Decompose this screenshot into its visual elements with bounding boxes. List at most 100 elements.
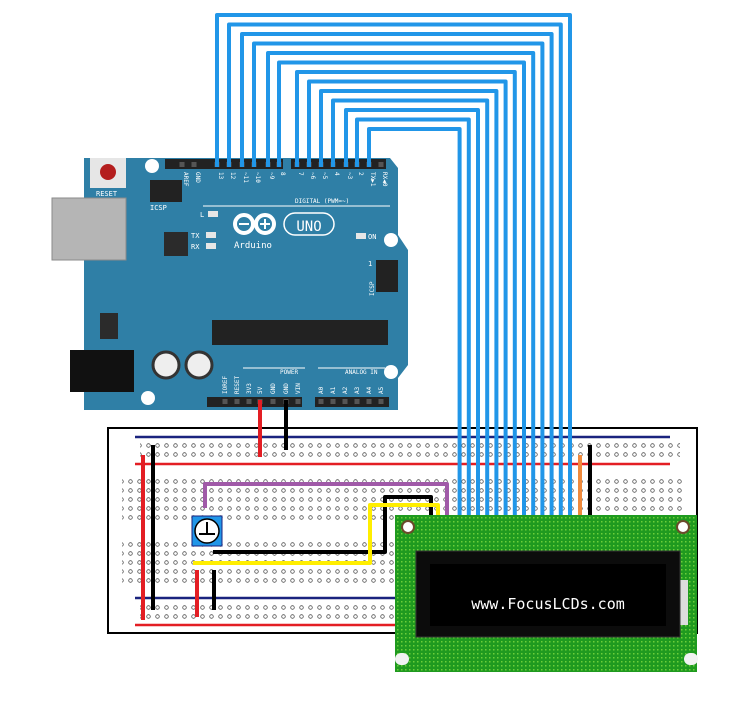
data-wire[interactable] (227, 22, 563, 523)
lcd-16x2-module: www.FocusLCDs.com (395, 515, 698, 672)
data-wire[interactable] (319, 89, 499, 522)
header-pin[interactable] (366, 399, 372, 404)
led-rx (206, 243, 216, 249)
analog-header (315, 397, 389, 407)
pin-label: GND (194, 172, 201, 183)
power-header (207, 397, 302, 407)
arduino-logo-icon (233, 212, 335, 236)
capacitor (151, 350, 181, 380)
lcd-mounting-hole (401, 520, 415, 534)
pin-label: ~5 (321, 172, 328, 180)
mounting-hole (384, 365, 398, 379)
pin-label: A3 (354, 386, 361, 394)
pin-label: A2 (342, 386, 349, 394)
icsp2-header (376, 260, 398, 292)
mounting-hole (384, 233, 398, 247)
power-jack (70, 350, 134, 392)
header-pin[interactable] (191, 162, 197, 167)
header-pin[interactable] (295, 399, 301, 404)
pin-label: 3V3 (246, 383, 253, 394)
potentiometer[interactable] (191, 515, 223, 547)
data-wire[interactable] (240, 32, 554, 522)
pin-label: ~10 (254, 172, 261, 183)
pin-label: A4 (366, 386, 373, 394)
pin-label: 8 (279, 172, 286, 176)
header-pin[interactable] (378, 162, 384, 167)
usb-port (51, 197, 127, 261)
icsp2-label: ICSP (369, 281, 376, 296)
pin-label: ~3 (346, 172, 353, 180)
lcd-mounting-slot (684, 653, 698, 665)
microcontroller-chip (212, 320, 388, 345)
breadboard-wires (141, 400, 592, 620)
voltage-regulator (100, 313, 118, 339)
pin-label: 7 (297, 172, 304, 176)
led-l (208, 211, 218, 217)
data-wire[interactable] (367, 127, 462, 522)
wire-contrast[interactable] (203, 482, 449, 522)
pin-label: TX▶1 (369, 172, 376, 187)
data-wire[interactable] (355, 117, 471, 523)
pin-label: 5V (257, 386, 264, 394)
reset-label: RESET (96, 190, 118, 198)
pin-label: GND (283, 383, 290, 394)
header-pin[interactable] (354, 399, 360, 404)
icsp2-pin1-label: 1 (368, 260, 372, 268)
data-wire[interactable] (252, 41, 545, 523)
pin-label: RESET (234, 376, 241, 394)
wire-rs[interactable] (193, 503, 440, 565)
led-on-label: ON (368, 233, 376, 241)
digital-label: DIGITAL (PWM=~) (295, 198, 349, 205)
analog-label: ANALOG IN (345, 369, 378, 376)
lcd-data-wires (215, 13, 572, 523)
data-wire[interactable] (215, 13, 572, 522)
header-pin[interactable] (330, 399, 336, 404)
pin-label: 13 (217, 172, 224, 180)
pin-label: ~9 (268, 172, 275, 180)
led-tx-label: TX (191, 232, 200, 240)
power-label: POWER (280, 369, 298, 376)
pin-label: RX◀0 (381, 172, 388, 187)
model-label: UNO (296, 219, 321, 235)
capacitor (184, 350, 214, 380)
data-wire[interactable] (266, 51, 536, 522)
led-on (356, 233, 366, 239)
header-pin[interactable] (222, 399, 228, 404)
top-rail-holes (140, 442, 680, 460)
mounting-hole (145, 159, 159, 173)
lcd-mounting-slot (395, 653, 409, 665)
pin-label: 2 (357, 172, 364, 176)
icsp-header (150, 180, 182, 202)
pin-label: IOREF (222, 376, 229, 394)
brand-label: Arduino (234, 241, 272, 251)
pin-label: ~6 (309, 172, 316, 180)
header-pin[interactable] (270, 399, 276, 404)
digital-header-high (165, 159, 283, 169)
icsp-label: ICSP (150, 204, 167, 212)
arduino-uno-board: RESET ICSP 1 ICSP L TX RX ON UN (51, 158, 408, 410)
pin-label: GND (270, 383, 277, 394)
data-wire[interactable] (277, 60, 526, 523)
header-pin[interactable] (378, 399, 384, 404)
data-wire[interactable] (344, 108, 480, 522)
pin-label: A1 (330, 386, 337, 394)
pin-label: 4 (333, 172, 340, 176)
pin-label: A0 (318, 386, 325, 394)
reset-button-cap[interactable] (100, 164, 116, 180)
usb-chip (164, 232, 188, 256)
header-pin[interactable] (342, 399, 348, 404)
data-wire[interactable] (331, 98, 490, 523)
pin-label: AREF (182, 172, 189, 187)
header-pin[interactable] (318, 399, 324, 404)
mounting-hole (141, 391, 155, 405)
lcd-screen (430, 564, 666, 626)
led-l-label: L (200, 211, 204, 219)
pin-label: VIN (295, 383, 302, 394)
led-rx-label: RX (191, 243, 200, 251)
header-pin[interactable] (234, 399, 240, 404)
data-wire[interactable] (295, 70, 517, 522)
data-wire[interactable] (307, 79, 508, 523)
header-pin[interactable] (179, 162, 185, 167)
header-pin[interactable] (246, 399, 252, 404)
